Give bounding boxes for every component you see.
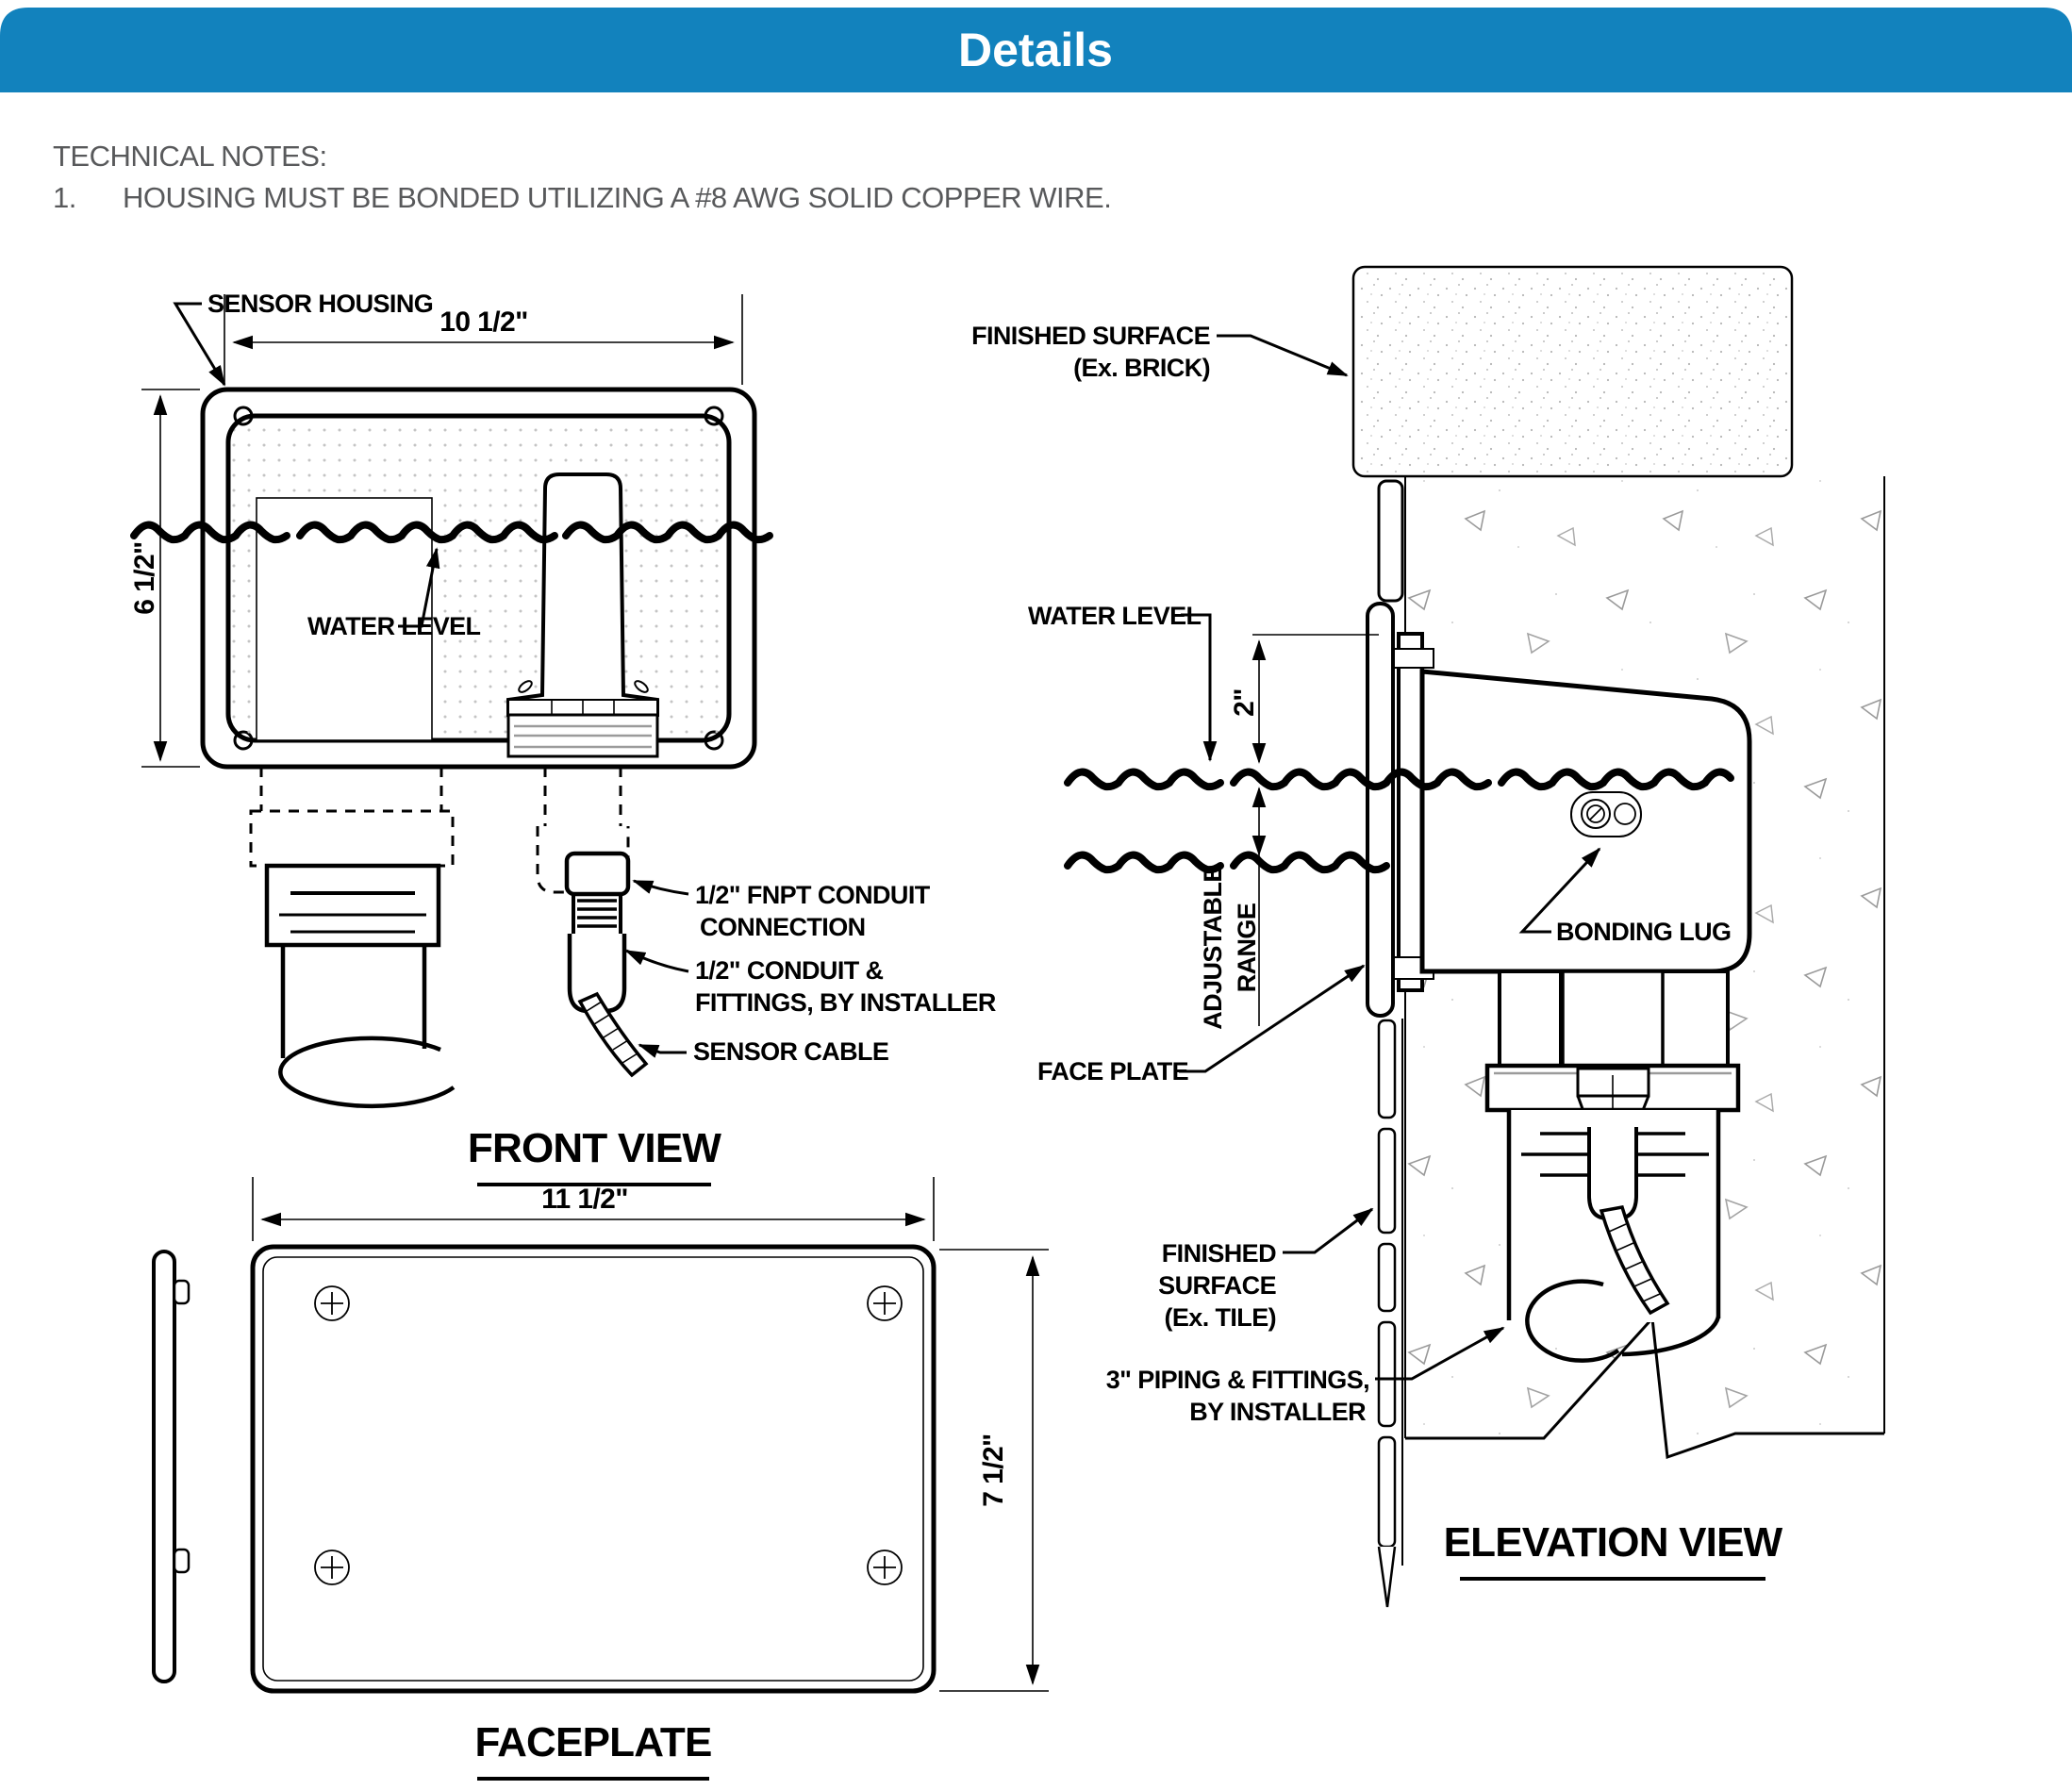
water-level-line-elevation [1064, 768, 1734, 874]
wall-break-line [1405, 1315, 1884, 1460]
faceplate-side [1366, 602, 1395, 1018]
pipe-stub [1498, 970, 1563, 1068]
elev-dim-offset: 2" [1229, 688, 1260, 717]
screw-icon [867, 1285, 903, 1321]
front-view-title: FRONT VIEW [468, 1125, 721, 1171]
finished-surface-tile-line2: SURFACE [1158, 1271, 1276, 1300]
page-title: Details [958, 24, 1113, 76]
conduit-label-line1: 1/2" CONDUIT & [695, 956, 884, 985]
water-level-line-front [130, 521, 773, 544]
sensor-tube [1587, 1127, 1638, 1220]
faceplate-side-profile [152, 1250, 176, 1683]
faceplate-clip [173, 1548, 191, 1574]
faceplate-screws [314, 1285, 903, 1585]
tile-leader [1283, 1207, 1374, 1254]
adjustable-label-line2: RANGE [1233, 903, 1261, 993]
mounting-boss [1392, 648, 1434, 669]
elevation-view-title: ELEVATION VIEW [1444, 1519, 1783, 1566]
sensor-cable-elevation [1599, 1204, 1670, 1316]
faceplate-front [250, 1244, 937, 1694]
front-dim-height: 6 1/2" [129, 541, 160, 614]
face-plate-leader [1179, 964, 1366, 1073]
sensor-cable-leader [638, 1043, 687, 1058]
front-view: 10 1/2" SENSOR HOUSING 6 1/2" [129, 290, 997, 1186]
sensor-housing-label: SENSOR HOUSING [207, 290, 433, 318]
bonding-lug-label: BONDING LUG [1556, 918, 1731, 946]
pipe-flange-hidden [249, 809, 455, 868]
fnpt-label-line2: CONNECTION [700, 913, 866, 941]
faceplate-dim-height: 7 1/2" [978, 1434, 1009, 1506]
tile-strips [1377, 1019, 1403, 1608]
screw-icon [314, 1550, 350, 1585]
front-water-level-leader [398, 547, 440, 628]
front-dim-width: 10 1/2" [439, 307, 527, 338]
faceplate-dim-width: 11 1/2" [541, 1184, 628, 1215]
elevation-view: FINISHED SURFACE (Ex. BRICK) WATER LEVEL… [971, 265, 1885, 1608]
sensor-foot-slot [518, 680, 533, 693]
conduit-connector [564, 851, 631, 897]
brick-coping [1351, 265, 1794, 478]
elev-water-level-leader [1181, 613, 1218, 762]
fnpt-leader [632, 879, 689, 896]
notes-heading: TECHNICAL NOTES: [53, 140, 327, 173]
tile-segment [1377, 1242, 1397, 1313]
finished-surface-tile-line3: (Ex. TILE) [1164, 1303, 1276, 1332]
faceplate-title: FACEPLATE [474, 1719, 711, 1765]
tile-segment [1377, 1019, 1397, 1119]
piping-label-line1: 3" PIPING & FITTINGS, [1106, 1366, 1369, 1394]
fnpt-label-line1: 1/2" FNPT CONDUIT [695, 881, 931, 909]
finished-surface-brick-line2: (Ex. BRICK) [1073, 354, 1210, 382]
sensor-cable-label: SENSOR CABLE [693, 1037, 888, 1066]
adjustable-label-line1: ADJUSTABLE [1199, 866, 1227, 1030]
bonding-lug-leader [1518, 847, 1601, 934]
face-plate-label: FACE PLATE [1037, 1057, 1188, 1086]
tile-segment [1377, 1435, 1397, 1549]
front-water-level-label: WATER LEVEL [307, 612, 481, 640]
faceplate-clip [173, 1279, 191, 1305]
sensor-body-upper [1561, 970, 1665, 1070]
conduit-leader [624, 949, 689, 973]
pipe-stub [1653, 970, 1730, 1068]
note-item-number: 1. [53, 181, 76, 214]
elev-water-level-label: WATER LEVEL [1028, 602, 1202, 630]
faceplate-view: 11 1/2" [152, 1177, 1049, 1781]
tile-segment [1377, 1127, 1397, 1235]
header-bar: Details [0, 8, 2072, 92]
brick-leader [1217, 334, 1349, 377]
sensor-cable-front [577, 991, 649, 1078]
housing-flange-side [1397, 632, 1424, 992]
technical-notes: TECHNICAL NOTES: 1. HOUSING MUST BE BOND… [53, 140, 1112, 214]
conduit-label-line2: FITTINGS, BY INSTALLER [695, 988, 996, 1017]
screw-icon [867, 1550, 903, 1585]
tile-break [1377, 1546, 1397, 1608]
finished-surface-tile-line1: FINISHED [1162, 1239, 1276, 1268]
pipe-open-end [278, 1036, 456, 1109]
pipe-open-end-elevation [1525, 1279, 1620, 1363]
pipe-elevation [1484, 970, 1741, 1363]
tile-segment [1377, 479, 1404, 603]
sensor-foot-slot [634, 680, 649, 693]
conduit-front [564, 851, 649, 1078]
pipe-front [264, 863, 456, 1109]
sensor-housing-leader [173, 302, 226, 387]
screw-icon [314, 1285, 350, 1321]
piping-leader [1375, 1326, 1505, 1381]
piping-label-line2: BY INSTALLER [1189, 1398, 1366, 1426]
note-item-text: HOUSING MUST BE BONDED UTILIZING A #8 AW… [123, 181, 1111, 214]
bonding-lug [1570, 791, 1642, 837]
finished-surface-brick-line1: FINISHED SURFACE [971, 322, 1210, 350]
tile-segment [1377, 1320, 1397, 1428]
header-background [0, 8, 2072, 92]
